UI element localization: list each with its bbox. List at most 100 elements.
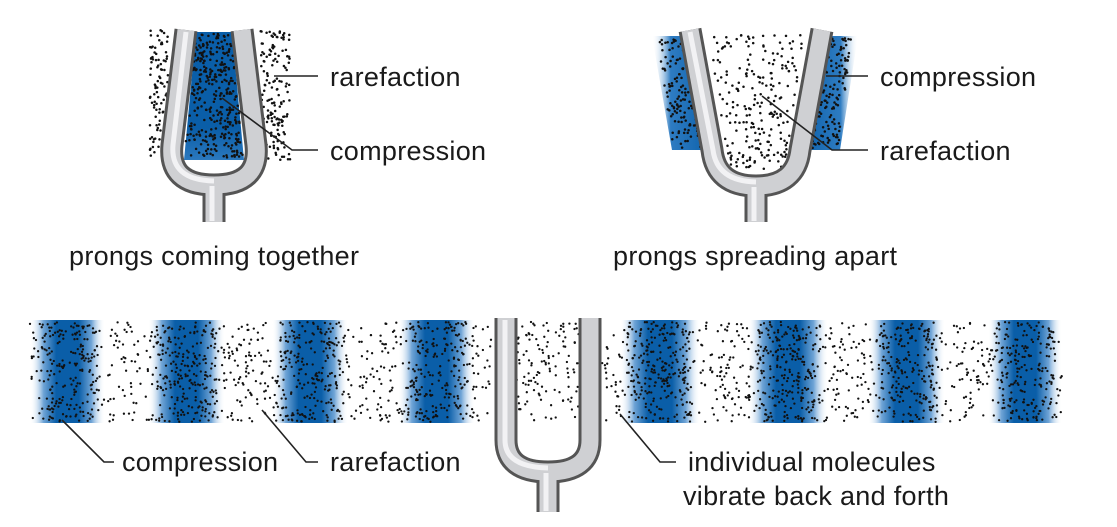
molecule-dot (330, 371, 333, 375)
molecule-dot (196, 56, 200, 60)
molecule-dot (199, 38, 202, 42)
molecule-dot (300, 367, 303, 371)
molecule-dot (776, 116, 779, 120)
molecule-dot (109, 397, 112, 401)
molecule-dot (612, 334, 615, 337)
molecule-dot (786, 417, 789, 420)
molecule-dot (614, 390, 617, 393)
molecule-dot (489, 338, 493, 341)
molecule-dot (252, 327, 255, 330)
molecule-dot (184, 139, 188, 143)
molecules-leader (619, 413, 676, 463)
molecule-dot (721, 340, 725, 343)
molecule-dot (155, 90, 159, 94)
molecule-dot (215, 149, 218, 153)
molecule-dot (935, 356, 938, 359)
molecule-dot (1013, 401, 1016, 404)
molecule-dot (639, 327, 643, 331)
molecule-dot (295, 385, 298, 389)
molecule-dot (59, 401, 62, 405)
molecule-dot (675, 135, 679, 139)
molecule-dot (43, 334, 46, 337)
molecule-dot (847, 389, 850, 392)
molecule-dot (166, 35, 169, 39)
molecule-dot (246, 323, 249, 326)
molecule-dot (427, 326, 430, 329)
molecule-dot (575, 390, 578, 393)
molecule-dot (97, 408, 100, 412)
molecule-dot (360, 355, 364, 358)
molecule-dot (925, 366, 928, 369)
molecule-dot (1059, 376, 1062, 379)
molecule-dot (277, 93, 280, 97)
molecule-dot (938, 386, 941, 390)
molecule-dot (1010, 397, 1013, 400)
molecule-dot (824, 418, 828, 422)
molecule-dot (382, 343, 386, 346)
molecule-dot (833, 43, 836, 47)
molecule-dot (739, 406, 743, 409)
molecule-dot (922, 409, 925, 412)
molecule-dot (474, 325, 477, 328)
molecule-dot (275, 35, 279, 39)
molecule-dot (658, 407, 661, 411)
molecule-dot (992, 358, 995, 361)
molecule-dot (86, 411, 90, 415)
molecule-dot (621, 340, 625, 344)
molecule-dot (379, 405, 383, 409)
molecule-dot (605, 386, 609, 389)
molecule-dot (220, 80, 224, 84)
molecule-dot (1016, 359, 1020, 363)
molecule-dot (280, 120, 284, 124)
molecule-dot (446, 384, 449, 387)
molecule-dot (857, 397, 860, 400)
molecule-dot (617, 353, 621, 356)
molecule-dot (28, 322, 32, 326)
molecule-dot (837, 129, 841, 133)
molecule-dot (65, 415, 68, 418)
molecule-dot (322, 350, 325, 353)
molecule-dot (737, 395, 740, 399)
molecule-dot (1023, 329, 1026, 333)
molecule-dot (237, 327, 240, 331)
molecule-dot (421, 346, 424, 350)
molecule-dot (686, 382, 689, 386)
molecule-dot (155, 108, 158, 111)
molecule-dot (294, 361, 298, 364)
molecule-dot (754, 131, 757, 135)
molecule-dot (334, 337, 338, 340)
molecule-dot (136, 340, 140, 343)
molecule-dot (369, 333, 373, 337)
molecule-dot (912, 368, 915, 372)
molecule-dot (206, 346, 210, 350)
molecule-dot (772, 389, 775, 392)
molecule-dot (472, 371, 476, 375)
molecule-dot (265, 360, 268, 363)
molecule-dot (448, 392, 451, 395)
molecule-dot (809, 331, 812, 334)
molecule-dot (400, 420, 404, 423)
molecule-dot (769, 350, 772, 353)
molecule-dot (770, 415, 773, 418)
molecule-dot (832, 373, 835, 376)
molecule-dot (203, 377, 207, 381)
molecule-dot (898, 400, 901, 404)
molecule-dot (176, 355, 179, 358)
molecule-dot (466, 341, 469, 344)
molecule-dot (448, 323, 452, 326)
molecule-dot (1052, 331, 1055, 334)
molecule-dot (42, 380, 46, 383)
molecule-dot (680, 398, 683, 401)
molecule-dot (245, 367, 248, 370)
molecule-dot (771, 419, 774, 422)
molecule-dot (247, 354, 251, 357)
molecule-dot (173, 402, 177, 406)
molecule-dot (680, 120, 683, 124)
molecule-dot (228, 92, 231, 95)
molecule-dot (79, 345, 82, 348)
molecule-dot (1023, 355, 1026, 359)
molecule-dot (818, 401, 821, 404)
molecule-dot (536, 382, 539, 386)
molecule-dot (877, 363, 881, 367)
molecule-dot (262, 70, 266, 73)
